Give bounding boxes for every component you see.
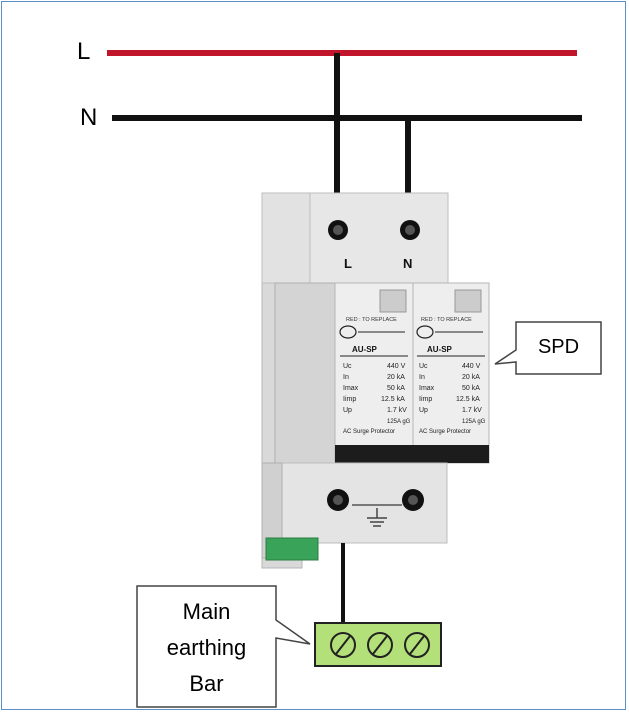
module-1-spec-name: Uc xyxy=(343,363,352,370)
module-2-spec-value: 50 kA xyxy=(462,385,480,392)
device-terminal-label-l: L xyxy=(344,256,352,271)
spd-device: L N RED : TO REPLACE RED : TO REPLACE AU… xyxy=(261,192,490,569)
neutral-line-label: N xyxy=(80,104,98,131)
live-line-label: L xyxy=(77,38,91,65)
module-2-spec-name: Imax xyxy=(419,385,435,392)
device-terminal-label-n: N xyxy=(403,256,412,271)
module-2-spec-name: Up xyxy=(419,407,428,414)
module-1-model: AU-SP xyxy=(352,345,378,354)
module-2-spec-value: 12.5 kA xyxy=(456,396,480,403)
spd-callout xyxy=(494,321,602,375)
module-2-spec-name: In xyxy=(419,374,425,381)
module-1-spec-value: 50 kA xyxy=(387,385,405,392)
module-2-footer: AC Surge Protector xyxy=(419,429,471,435)
module-2-spec-value: 440 V xyxy=(462,363,481,370)
module-2-fuse: 125A gG xyxy=(462,419,486,425)
module-2-model: AU-SP xyxy=(427,345,453,354)
module-1-spec-value: 12.5 kA xyxy=(381,396,405,403)
module-1-spec-name: In xyxy=(343,374,349,381)
module-2-spec-name: Uc xyxy=(419,363,428,370)
module-1-spec-value: 440 V xyxy=(387,363,406,370)
main-earthing-bar xyxy=(314,622,442,667)
earthing-bar-callout xyxy=(136,585,311,708)
module-2-spec-name: Iimp xyxy=(419,396,432,403)
earthing-bar-callout-line-3: Bar xyxy=(189,671,224,696)
module-2-indicator: RED : TO REPLACE xyxy=(421,317,472,323)
earthing-bar-callout-line-1: Main xyxy=(182,599,231,624)
module-2-spec-value: 1.7 kV xyxy=(462,407,482,414)
earthing-bar-callout-text: Main earthing Bar xyxy=(137,594,276,702)
spd-callout-text: SPD xyxy=(537,336,580,358)
module-1-spec-name: Imax xyxy=(343,385,359,392)
earth-symbol-icon xyxy=(367,508,387,527)
module-1-spec-value: 20 kA xyxy=(387,374,405,381)
module-1-fuse: 125A gG xyxy=(387,419,411,425)
module-1-indicator: RED : TO REPLACE xyxy=(346,317,397,323)
module-1-spec-name: Up xyxy=(343,407,352,414)
module-1-spec-name: Iimp xyxy=(343,396,356,403)
module-2-spec-value: 20 kA xyxy=(462,374,480,381)
earthing-bar-callout-line-2: earthing xyxy=(166,635,247,660)
module-1-footer: AC Surge Protector xyxy=(343,429,395,435)
module-1-spec-value: 1.7 kV xyxy=(387,407,407,414)
